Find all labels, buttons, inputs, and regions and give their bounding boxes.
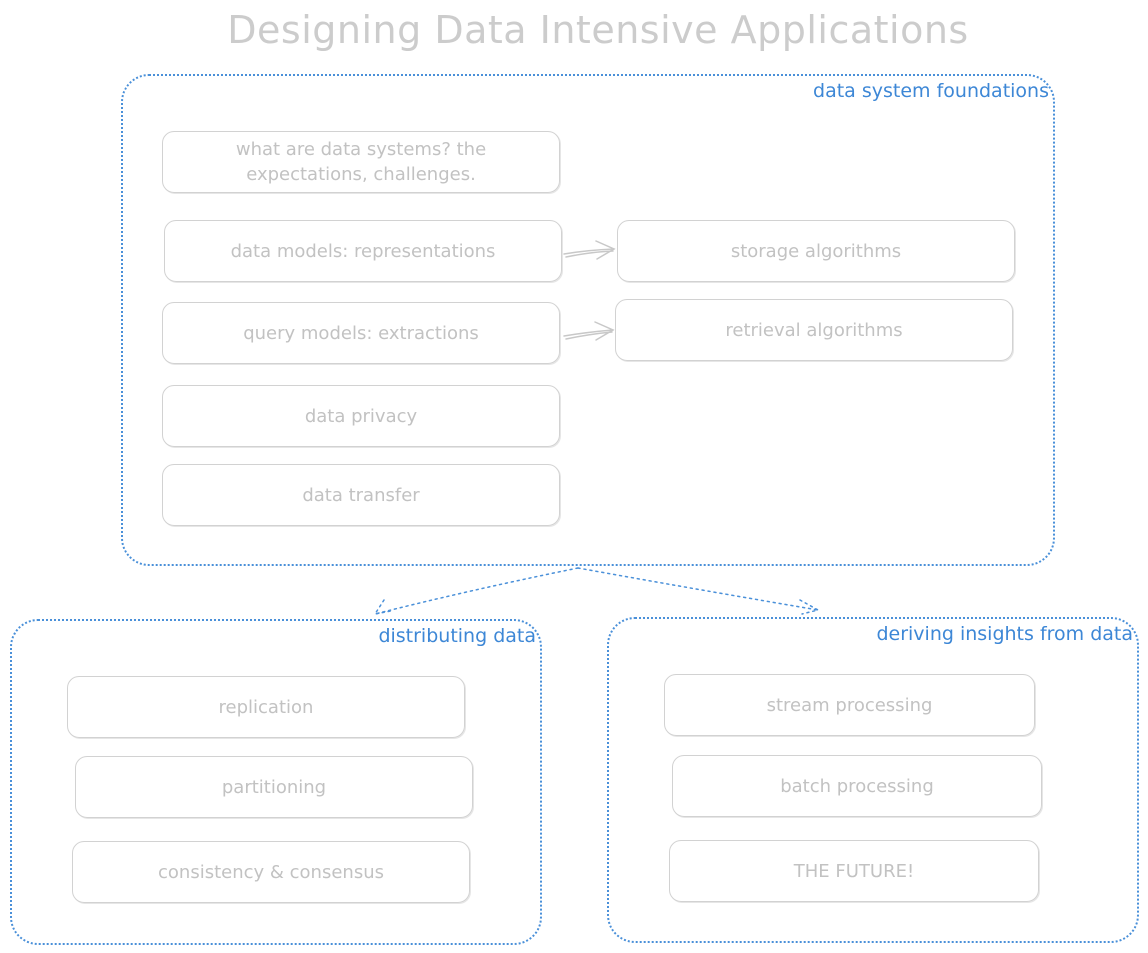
box-data-privacy: data privacy: [162, 385, 560, 447]
arrow-foundations-to-distributing: [373, 567, 579, 616]
group-data-system-foundations: data system foundations: [121, 74, 1055, 566]
box-stream-processing: stream processing: [664, 674, 1035, 736]
group-label-distributing: distributing data: [378, 625, 536, 647]
group-deriving-insights: deriving insights from data: [607, 617, 1139, 943]
group-distributing-data: distributing data: [10, 619, 542, 945]
box-retrieval-algorithms: retrieval algorithms: [615, 299, 1013, 361]
box-data-transfer: data transfer: [162, 464, 560, 526]
box-the-future: THE FUTURE!: [669, 840, 1039, 902]
box-query-models: query models: extractions: [162, 302, 560, 364]
diagram-title: Designing Data Intensive Applications: [227, 8, 969, 52]
box-storage-algorithms: storage algorithms: [617, 220, 1015, 282]
box-batch-processing: batch processing: [672, 755, 1042, 817]
group-label-insights: deriving insights from data: [876, 623, 1133, 645]
box-replication: replication: [67, 676, 465, 738]
box-what-are-data-systems: what are data systems? the expectations,…: [162, 131, 560, 193]
group-label-foundations: data system foundations: [813, 80, 1049, 102]
box-partitioning: partitioning: [75, 756, 473, 818]
arrow-foundations-to-insights: [577, 567, 821, 615]
box-data-models: data models: representations: [164, 220, 562, 282]
box-consistency-consensus: consistency & consensus: [72, 841, 470, 903]
